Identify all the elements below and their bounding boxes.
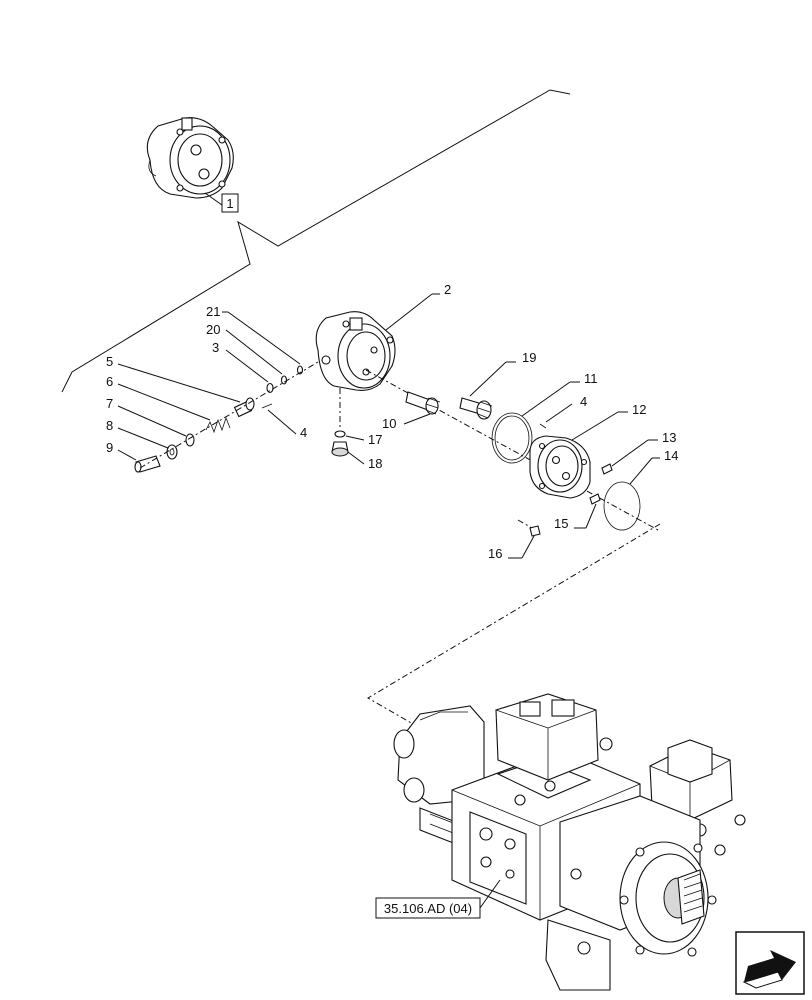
leader-1 <box>204 192 223 206</box>
gasket-11 <box>491 412 533 464</box>
axis-left <box>139 361 319 469</box>
pin-4 <box>261 403 273 409</box>
section-break-line <box>61 89 571 393</box>
callout-4-right: 4 <box>580 394 587 409</box>
callout-18: 18 <box>368 456 382 471</box>
washer-7 <box>185 433 195 447</box>
shaft-10 <box>405 391 441 415</box>
callout-12: 12 <box>632 402 646 417</box>
screw-15 <box>589 493 601 505</box>
pump-housing <box>315 311 396 391</box>
pin-4-right <box>539 423 547 429</box>
main-pump-assembly <box>393 693 746 991</box>
callout-16: 16 <box>488 546 502 561</box>
leader-2 <box>385 293 433 331</box>
seal-17 <box>334 430 346 438</box>
cover-12 <box>529 435 591 499</box>
spring-6 <box>205 416 231 434</box>
arrow-next-icon[interactable] <box>735 931 805 995</box>
callout-6: 6 <box>106 374 113 389</box>
pump-assembly-thumbnail <box>146 117 234 199</box>
callout-2: 2 <box>444 282 451 297</box>
screw-13 <box>601 463 613 475</box>
callout-17: 17 <box>368 432 382 447</box>
callout-13: 13 <box>662 430 676 445</box>
callout-15: 15 <box>554 516 568 531</box>
callout-20: 20 <box>206 322 220 337</box>
callout-8: 8 <box>106 418 113 433</box>
plug-18 <box>331 441 349 457</box>
o-ring-20 <box>280 375 288 385</box>
callout-1: 1 <box>226 196 233 211</box>
o-ring-14 <box>603 481 641 531</box>
reference-label[interactable]: 35.106.AD (04) <box>384 901 472 916</box>
callout-11: 11 <box>584 371 598 386</box>
shaft-19 <box>459 397 493 420</box>
callout-9: 9 <box>106 440 113 455</box>
poppet-5 <box>233 397 255 418</box>
callout-3: 3 <box>212 340 219 355</box>
reference-box[interactable] <box>375 897 481 919</box>
washer-8 <box>166 444 178 460</box>
callout-10: 10 <box>382 416 396 431</box>
mounting-axis <box>367 523 661 729</box>
seat-3 <box>266 382 274 394</box>
callout-21: 21 <box>206 304 220 319</box>
callout-19: 19 <box>522 350 536 365</box>
screw-16 <box>529 525 541 537</box>
callout-box-1 <box>221 193 239 213</box>
callout-4-left: 4 <box>300 425 307 440</box>
callout-7: 7 <box>106 396 113 411</box>
callout-14: 14 <box>664 448 678 463</box>
callout-5: 5 <box>106 354 113 369</box>
